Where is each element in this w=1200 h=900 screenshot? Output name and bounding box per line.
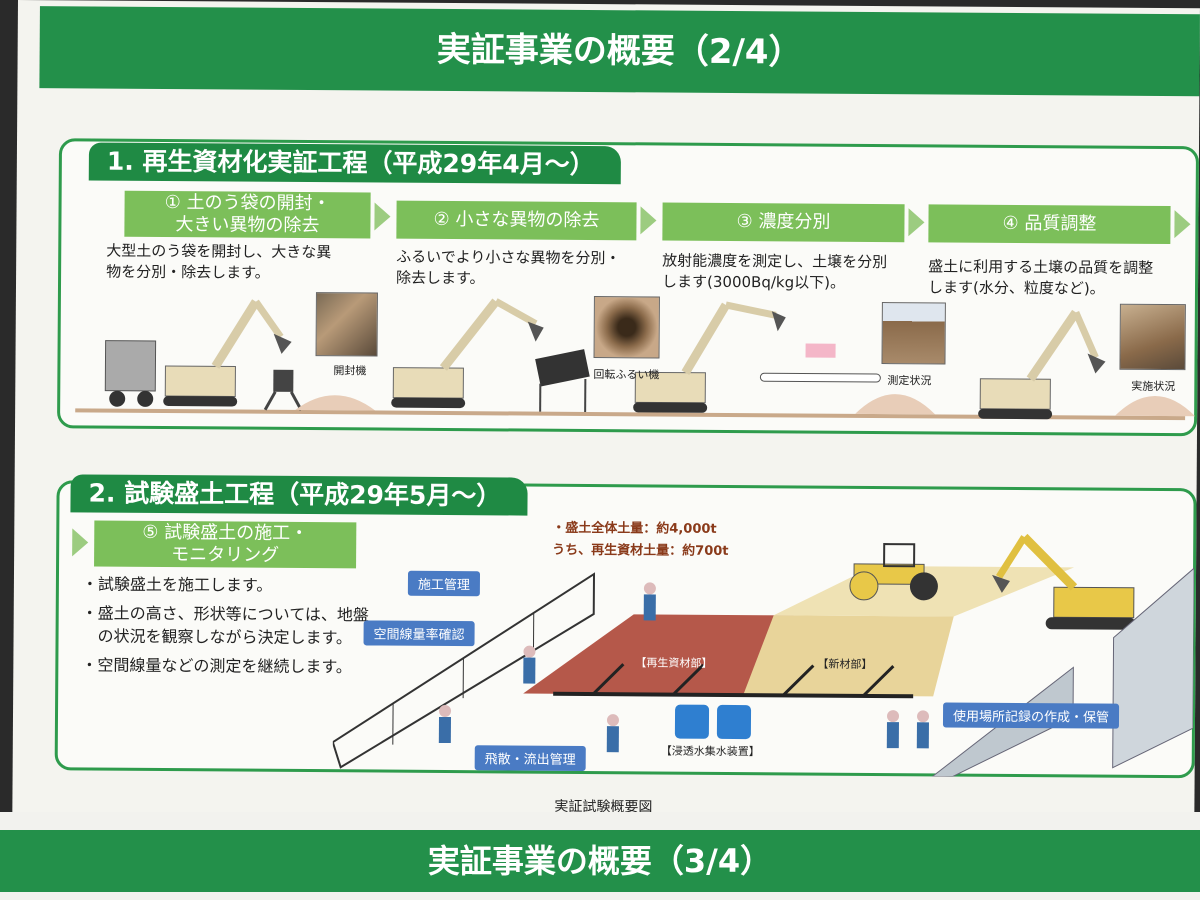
bag-opener-icon bbox=[263, 369, 303, 411]
site-record-callout: 使用場所記録の作成・保管 bbox=[942, 702, 1120, 729]
bag-opener-photo bbox=[315, 292, 378, 357]
roller-icon bbox=[849, 543, 938, 601]
step5-label-line1: ⑤ 試験盛土の施工・ bbox=[142, 521, 309, 545]
rotary-screen-photo bbox=[593, 296, 660, 359]
step3-desc-line1: 放射能濃度を測定し、土壌を分別 bbox=[662, 251, 888, 272]
conveyor-icon bbox=[759, 343, 881, 383]
section2-title: 2. 試験盛土工程（平成29年5月～） bbox=[70, 474, 528, 516]
excavator-icon bbox=[163, 299, 292, 407]
process-illustration bbox=[75, 298, 1196, 421]
step1-label-line2: 大きい異物の除去 bbox=[175, 214, 320, 237]
excavator-icon bbox=[633, 301, 786, 413]
next-page: 実証事業の概要（3/4） bbox=[0, 812, 1200, 900]
step-arrow bbox=[640, 206, 657, 235]
step4-label: ④ 品質調整 bbox=[928, 204, 1171, 245]
measurement-photo bbox=[881, 302, 946, 365]
step1-label-line1: ① 土のう袋の開封・ bbox=[164, 192, 331, 215]
truck-icon bbox=[104, 340, 157, 407]
step5-label: ⑤ 試験盛土の施工・ モニタリング bbox=[94, 520, 357, 569]
fence-icon bbox=[332, 572, 596, 769]
rotary-screen-icon bbox=[535, 349, 590, 412]
new-material-zone bbox=[743, 615, 954, 697]
step2-label: ② 小さな異物の除去 bbox=[396, 200, 637, 241]
step1-desc-line1: 大型土のう袋を開封し、大きな異 bbox=[106, 241, 332, 262]
step1-description: 大型土のう袋を開封し、大きな異 物を分別・除去します。 bbox=[106, 241, 376, 285]
adjustment-photo bbox=[1119, 303, 1186, 371]
recycled-zone bbox=[523, 614, 794, 696]
worker-icon bbox=[523, 645, 536, 684]
step5-bullets: ・試験盛土を施工します。 ・盛土の高さ、形状等については、地盤の状況を観察しなが… bbox=[81, 572, 372, 684]
step-arrow bbox=[1174, 210, 1191, 239]
bullet-item: ・盛土の高さ、形状等については、地盤の状況を観察しながら決定します。 bbox=[81, 603, 369, 648]
embankment-illustration bbox=[332, 533, 1195, 778]
bullet-item: ・空間線量などの測定を継続します。 bbox=[81, 655, 352, 677]
page-title: 実証事業の概要（2/4） bbox=[39, 6, 1200, 97]
next-page-title: 実証事業の概要（3/4） bbox=[0, 830, 1200, 892]
photo-caption: 実施状況 bbox=[1131, 379, 1176, 394]
worker-icon bbox=[643, 582, 656, 621]
dose-check-callout: 空間線量率確認 bbox=[363, 620, 475, 647]
bullet-item: ・試験盛土を施工します。 bbox=[81, 574, 273, 595]
new-zone-label: 【新材部】 bbox=[817, 657, 873, 671]
seepage-tank-icon bbox=[674, 704, 752, 740]
step2-desc-line1: ふるいでより小さな異物を分別・ bbox=[396, 247, 621, 268]
excavator-icon bbox=[978, 309, 1106, 420]
step-arrow bbox=[374, 202, 391, 231]
photo-caption: 回転ふるい機 bbox=[593, 368, 660, 382]
construction-mgmt-callout: 施工管理 bbox=[407, 570, 481, 597]
seepage-label: 【浸透水集水装置】 bbox=[660, 744, 760, 759]
ground-line bbox=[75, 408, 1186, 421]
excavator-icon bbox=[391, 298, 544, 409]
document-page: 実証事業の概要（2/4） 1. 再生資材化実証工程（平成29年4月～） ① 土の… bbox=[12, 0, 1200, 847]
excavator-icon bbox=[992, 533, 1136, 630]
scatter-mgmt-callout: 飛散・流出管理 bbox=[474, 745, 586, 771]
worker-icon bbox=[438, 704, 452, 744]
step4-desc-line1: 盛土に利用する土壌の品質を調整 bbox=[928, 257, 1154, 277]
step-arrow bbox=[72, 528, 89, 557]
worker-icon bbox=[606, 714, 619, 753]
step5-label-line2: モニタリング bbox=[171, 544, 280, 566]
section1-title: 1. 再生資材化実証工程（平成29年4月～） bbox=[88, 142, 621, 185]
step1-label: ① 土のう袋の開封・ 大きい異物の除去 bbox=[124, 190, 371, 239]
photo-caption: 開封機 bbox=[333, 364, 367, 378]
step3-label: ③ 濃度分別 bbox=[662, 202, 905, 243]
photo-caption: 測定状況 bbox=[887, 374, 932, 388]
worker-icon bbox=[886, 710, 930, 749]
step-arrow bbox=[908, 208, 925, 237]
recycled-zone-label: 【再生資材部】 bbox=[635, 656, 713, 670]
